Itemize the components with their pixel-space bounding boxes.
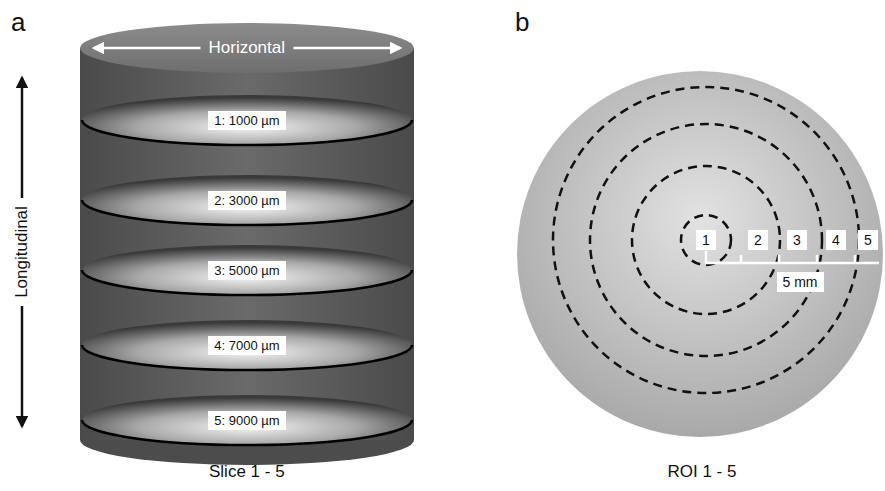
roi-number: 4 (826, 230, 846, 250)
roi-number: 2 (748, 230, 768, 250)
scale-bar (706, 251, 879, 263)
panel-letter: b (515, 7, 529, 38)
box-text: 2: 3000 µm (214, 193, 279, 208)
slice-label: 1: 1000 µm (208, 111, 285, 130)
slice-label: 5: 9000 µm (208, 411, 285, 430)
panel-caption: ROI 1 - 5 (668, 462, 737, 482)
slice-label: 2: 3000 µm (208, 191, 285, 210)
axis-label: Longitudinal (12, 206, 32, 298)
panel-letter: a (11, 7, 25, 38)
roi-number: 1 (696, 230, 716, 250)
box-text: 1: 1000 µm (214, 113, 279, 128)
roi-number: 5 (858, 230, 878, 250)
box-text: 5: 9000 µm (214, 413, 279, 428)
box-text: 3: 5000 µm (214, 263, 279, 278)
roi-number: 3 (787, 230, 807, 250)
axis-arrow (294, 47, 401, 50)
axis-label: Horizontal (209, 38, 286, 58)
box-text: 1 (702, 232, 710, 248)
cylinder (80, 23, 414, 465)
scale-label: 5 mm (777, 272, 824, 292)
box-text: 2 (754, 232, 762, 248)
axis-arrow (94, 47, 201, 50)
box-text: 4: 7000 µm (214, 338, 279, 353)
box-text: 4 (832, 232, 840, 248)
box-text: 5 mm (783, 274, 818, 290)
slice-label: 4: 7000 µm (208, 336, 285, 355)
roi-disc (517, 71, 883, 437)
box-text: 5 (864, 232, 872, 248)
axis-arrow (21, 306, 24, 426)
axis-arrow (21, 78, 24, 198)
slice-disc (82, 95, 412, 445)
box-text: 3 (793, 232, 801, 248)
panel-caption: Slice 1 - 5 (209, 462, 285, 482)
slice-label: 3: 5000 µm (208, 261, 285, 280)
